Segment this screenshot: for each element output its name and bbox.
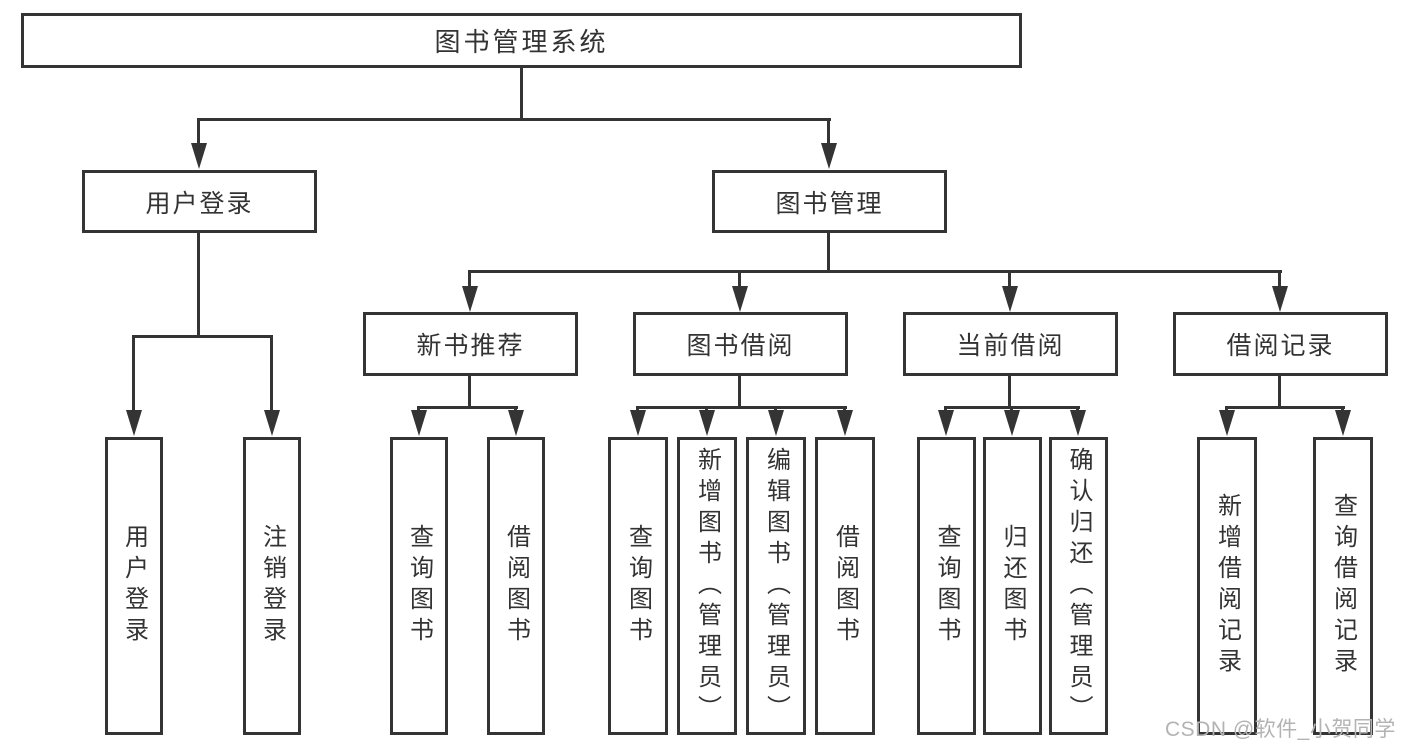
arrow-down-icon <box>732 286 748 312</box>
connector-borrowing-bar <box>636 406 847 409</box>
arrow-down-icon <box>1004 410 1020 436</box>
node-current-borrowing: 当前借阅 <box>903 312 1118 376</box>
leaf-logout-login: 注销登录 <box>243 437 301 735</box>
connector-book-mgmt-stem <box>827 118 830 146</box>
leaf-add-borrow-record: 新增借阅记录 <box>1197 437 1257 735</box>
connector-root-stem <box>520 66 523 120</box>
connector-book-mgmt-down <box>827 233 830 272</box>
connector-recommend-down <box>468 376 471 408</box>
arrow-down-icon <box>264 410 280 436</box>
leaf-confirm-return-admin: 确认归还（管理员） <box>1049 437 1108 735</box>
connector-book-mgmt-bar <box>469 270 1282 273</box>
leaf-borrow-books-borrowing: 借阅图书 <box>815 437 875 735</box>
csdn-watermark: CSDN @软件_小贺同学 <box>1165 718 1396 741</box>
connector-root-bar <box>197 118 831 121</box>
node-library-management-system: 图书管理系统 <box>21 13 1022 68</box>
arrow-down-icon <box>938 410 954 436</box>
arrow-down-icon <box>1335 410 1351 436</box>
connector-branch-stem <box>738 270 741 290</box>
leaf-return-books: 归还图书 <box>983 437 1042 735</box>
leaf-borrow-books-recommend: 借阅图书 <box>487 437 545 735</box>
leaf-query-borrow-record: 查询借阅记录 <box>1313 437 1373 735</box>
connector-user-login-bar <box>132 335 273 338</box>
node-book-borrowing: 图书借阅 <box>633 312 848 376</box>
leaf-user-login: 用户登录 <box>105 437 163 735</box>
leaf-query-books-current: 查询图书 <box>917 437 976 735</box>
connector-branch-stem <box>468 270 471 290</box>
connector-records-bar <box>1225 406 1345 409</box>
arrow-down-icon <box>126 410 142 436</box>
connector-borrowing-down <box>738 376 741 408</box>
node-new-book-recommendation: 新书推荐 <box>363 312 578 376</box>
arrow-down-icon <box>191 143 207 169</box>
leaf-add-books-admin: 新增图书（管理员） <box>677 437 737 735</box>
node-borrowing-records: 借阅记录 <box>1173 312 1388 376</box>
leaf-edit-books-admin: 编辑图书（管理员） <box>746 437 806 735</box>
arrow-down-icon <box>508 410 524 436</box>
connector-branch-stem <box>1278 270 1281 290</box>
connector-recommend-bar <box>417 406 518 409</box>
connector-leaf-stem <box>270 335 273 412</box>
arrow-down-icon <box>821 143 837 169</box>
connector-user-login-down <box>197 233 200 337</box>
arrow-down-icon <box>837 410 853 436</box>
connector-leaf-stem <box>132 335 135 412</box>
arrow-down-icon <box>768 410 784 436</box>
node-book-management: 图书管理 <box>712 170 947 233</box>
arrow-down-icon <box>1070 410 1086 436</box>
arrow-down-icon <box>411 410 427 436</box>
arrow-down-icon <box>1002 286 1018 312</box>
arrow-down-icon <box>1219 410 1235 436</box>
arrow-down-icon <box>462 286 478 312</box>
node-user-login: 用户登录 <box>82 170 317 233</box>
arrow-down-icon <box>699 410 715 436</box>
arrow-down-icon <box>1272 286 1288 312</box>
connector-records-down <box>1278 376 1281 408</box>
leaf-query-books-borrowing: 查询图书 <box>608 437 668 735</box>
connector-current-down <box>1008 376 1011 408</box>
connector-user-login-stem <box>197 118 200 146</box>
arrow-down-icon <box>630 410 646 436</box>
connector-branch-stem <box>1008 270 1011 290</box>
leaf-query-books-recommend: 查询图书 <box>390 437 448 735</box>
